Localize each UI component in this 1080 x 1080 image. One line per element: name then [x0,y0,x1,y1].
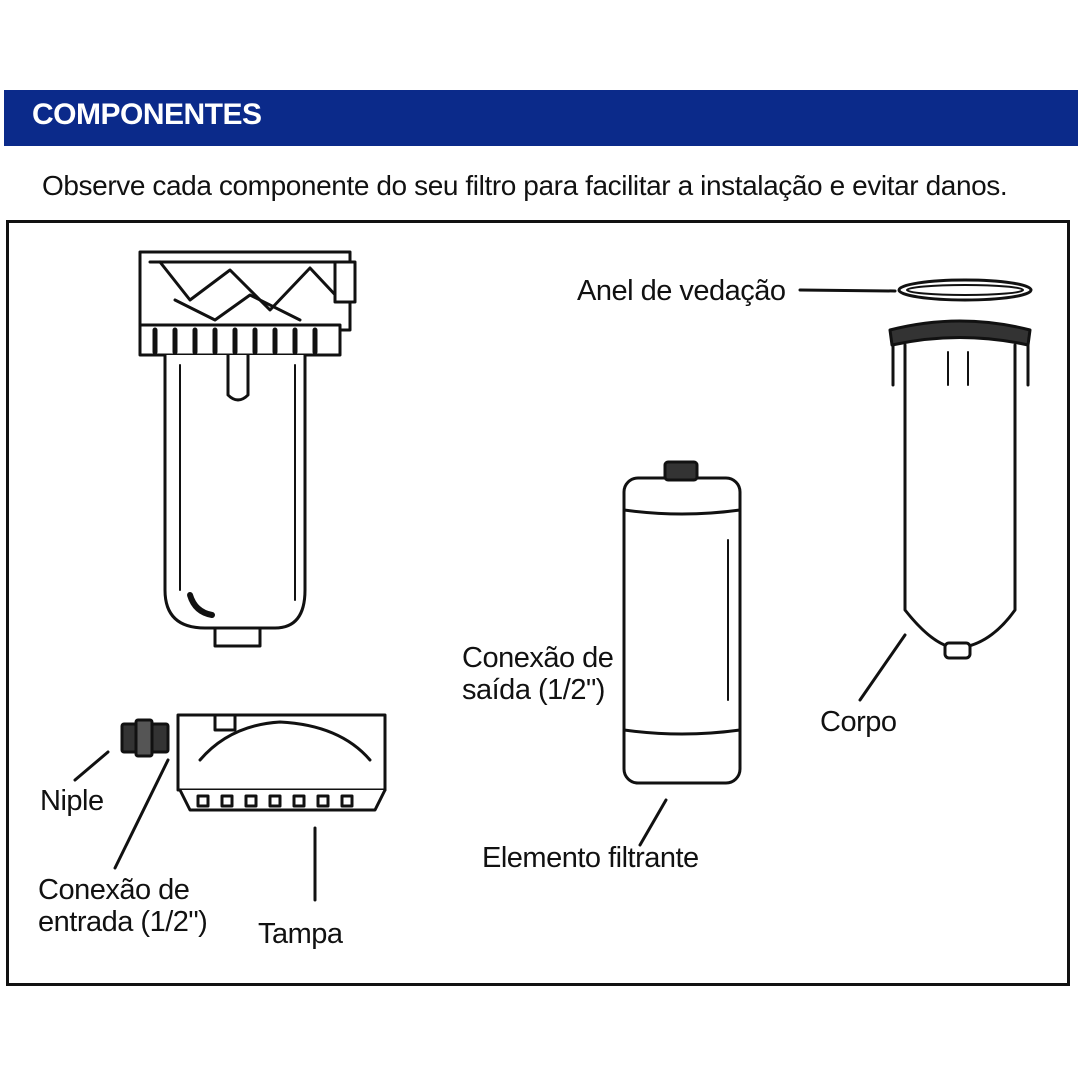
section-title: COMPONENTES [32,98,262,131]
label-elemento-filtrante: Elemento filtrante [482,842,699,874]
leader-anel [798,288,897,293]
label-conexao-entrada-line1: Conexão de [38,874,190,906]
tampa-illustration [176,713,387,812]
label-anel-de-vedacao: Anel de vedação [577,275,786,307]
leader-elemento [638,798,668,847]
leader-entrada [113,758,170,870]
corpo-illustration [888,319,1032,660]
label-conexao-entrada-line2: entrada (1/2") [38,906,208,938]
niple-illustration [120,718,170,758]
diagram-frame [6,220,1070,986]
section-header-bar [4,90,1078,146]
assembled-filter-illustration [138,250,357,648]
anel-illustration [897,278,1033,302]
elemento-filtrante-illustration [622,460,742,785]
intro-text: Observe cada componente do seu filtro pa… [42,170,1008,201]
leader-corpo [858,633,907,702]
label-tampa: Tampa [258,918,343,950]
label-niple: Niple [40,785,104,817]
label-conexao-saida-line1: Conexão de [462,642,614,674]
label-corpo: Corpo [820,706,897,738]
label-conexao-saida-line2: saída (1/2") [462,674,605,706]
leader-niple [73,750,110,782]
